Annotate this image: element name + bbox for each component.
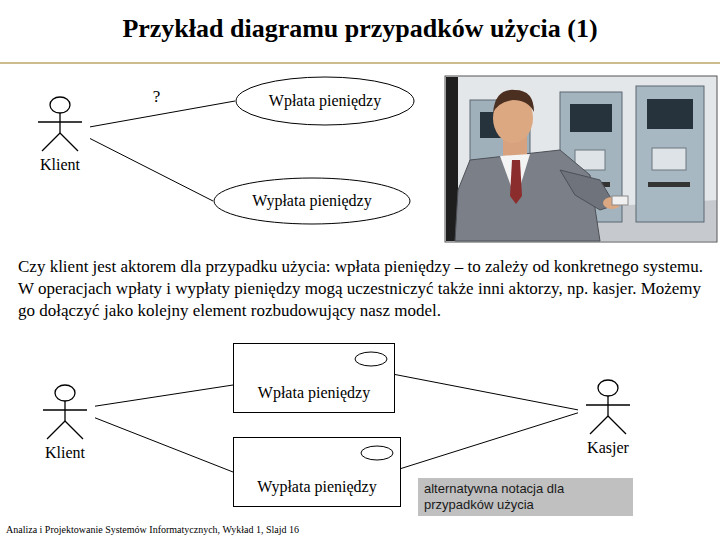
stick-figure (30, 95, 90, 153)
actor-leg (65, 421, 83, 439)
actor-name: Kasjer (575, 439, 641, 457)
use-case-icon-ellipse (355, 352, 387, 366)
atm-screen (647, 99, 693, 129)
use-case-name: Wypłata pieniędzy (257, 478, 376, 496)
atm-screen (570, 104, 612, 132)
actor-head (55, 385, 75, 401)
stick-figure (35, 383, 95, 441)
scene-frame (445, 76, 717, 242)
man-tie (510, 160, 522, 204)
man-hair (493, 90, 534, 113)
note-box: alternatywna notacja dla przypadków użyc… (418, 478, 633, 516)
actor-arms (38, 121, 82, 122)
atm-slot (648, 182, 690, 187)
footer-text: Analiza i Projektowanie Systemów Informa… (6, 524, 506, 536)
use-case-ellipse: Wpłata pieniędzy (235, 76, 415, 126)
association-line (90, 139, 213, 202)
use-case-box: Wpłata pieniędzy (233, 343, 395, 413)
ellipse-shape (236, 77, 414, 125)
actor-figure: Klient (27, 95, 93, 174)
actor-figure: Kasjer (575, 378, 641, 457)
actor-arms (43, 409, 87, 410)
actor-leg (60, 133, 78, 151)
stick-figure-lines (38, 97, 82, 151)
actor-arms (586, 404, 630, 405)
actor-body (64, 401, 65, 421)
actor-leg (47, 421, 65, 439)
text-holder: Wpłata pieniędzy (234, 344, 394, 402)
text-holder: Wypłata pieniędzy (234, 438, 400, 496)
edge-label: ? (151, 87, 163, 107)
use-case-name: Wypłata pieniędzy (252, 192, 371, 210)
stick-figure-lines (43, 385, 87, 439)
actor-head (50, 97, 70, 113)
use-case-ellipse: Wypłata pieniędzy (213, 177, 411, 225)
use-case-icon-ellipse (361, 446, 393, 460)
use-case-name: Wpłata pieniędzy (258, 384, 370, 402)
title-rule (0, 62, 720, 64)
actor-leg (590, 416, 608, 434)
association-line (90, 101, 235, 127)
slide-title: Przykład diagramu przypadków użycia (1) (0, 14, 720, 44)
association-line (95, 385, 233, 406)
text-holder: Wypłata pieniędzy (213, 177, 411, 225)
note-text: alternatywna notacja dla przypadków użyc… (424, 481, 627, 513)
use-case-icon (360, 445, 394, 461)
explanation-text: Czy klient jest aktorem dla przypadku uż… (18, 256, 713, 322)
association-line (395, 375, 578, 410)
atm-keypad (652, 148, 686, 170)
atm-machine (636, 86, 704, 222)
stick-figure (578, 378, 638, 436)
use-case-icon (354, 351, 388, 367)
actor-figure: Klient (32, 383, 98, 462)
actor-body (59, 113, 60, 133)
association-line (95, 418, 233, 472)
text-holder: Wpłata pieniędzy (235, 76, 415, 126)
bank-card (612, 196, 628, 205)
atm-illustration (445, 76, 717, 242)
actor-leg (608, 416, 626, 434)
stick-figure-lines (586, 380, 630, 434)
actor-name: Klient (27, 156, 93, 174)
actor-body (607, 396, 608, 416)
actor-head (598, 380, 618, 396)
actor-leg (42, 133, 60, 151)
actor-name: Klient (32, 444, 98, 462)
association-line (401, 413, 578, 469)
ellipse-shape (214, 178, 410, 224)
use-case-name: Wpłata pieniędzy (269, 92, 381, 110)
scene-background (445, 76, 717, 242)
use-case-box: Wypłata pieniędzy (233, 437, 401, 507)
